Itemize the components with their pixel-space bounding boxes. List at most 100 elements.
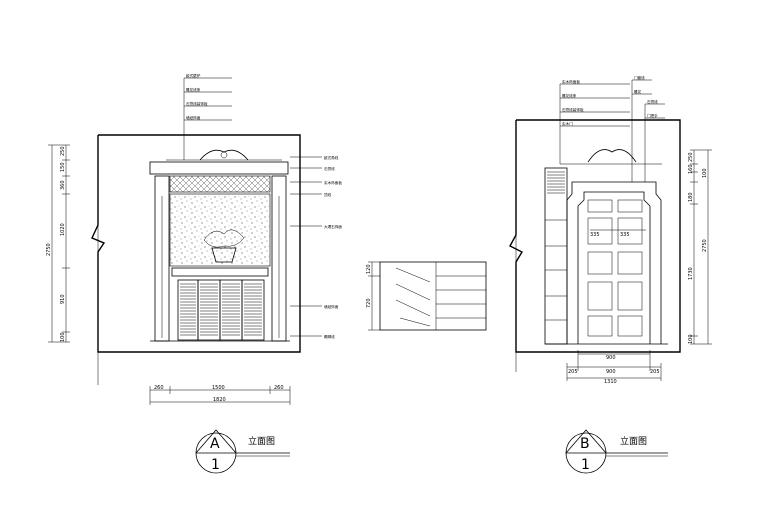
section-detail: 120 720 [366, 261, 487, 331]
elevation-a-dims-bottom: 260 1500 260 1820 [149, 385, 291, 405]
elevation-a-crest-rosette [220, 151, 228, 159]
elevation-a-tag: A 1 立面图 [195, 429, 290, 474]
dim-label: 120 [366, 264, 372, 274]
elevation-a-louver-cabinet [177, 279, 265, 341]
elevation-a-louver-slats [180, 283, 262, 336]
elevation-b-tag-number: 1 [581, 457, 590, 473]
elevation-b-note: 实木门 [562, 121, 573, 126]
elevation-b-tag-pointer [565, 429, 607, 454]
elevation-b-note: 石膏线装饰板 [562, 107, 584, 112]
elevation-a-note: 欧式角线 [324, 155, 339, 160]
elevation-b-panel-dim: 335 [620, 232, 630, 238]
elevation-a-note: 墙纸饰面 [324, 304, 339, 309]
dim-label: 1730 [688, 267, 694, 280]
section-hatch [395, 267, 431, 327]
elevation-b-dims-bottom: 900 205 900 205 1310 [566, 350, 662, 385]
elevation-a-louver-4 [241, 279, 265, 341]
elevation-a-marble-panel [169, 193, 271, 267]
dim-label: 360 [60, 180, 66, 190]
dim-label: 1500 [212, 385, 225, 391]
dim-label: 900 [606, 369, 616, 375]
dim-label: 100 [60, 332, 66, 342]
elevation-a-note: 大理石饰面 [324, 224, 342, 229]
elevation-b: 335 335 实木饰面板 雕花线条 石膏线装饰板 实木门 门套线 雕花 石膏线 [509, 75, 712, 474]
dim-label: 205 [650, 369, 660, 375]
dim-label: 260 [154, 385, 164, 391]
elevation-a-notes-top: 欧式壁炉 雕花线条 石膏线装饰板 墙纸饰面 [183, 73, 232, 160]
elevation-b-note: 门套线 [634, 75, 645, 80]
elevation-b-door-panels [587, 199, 643, 337]
dim-label: 260 [274, 385, 284, 391]
elevation-a-note: 墙纸饰面 [186, 115, 201, 120]
elevation-a-vase [211, 247, 237, 263]
dim-label: 910 [60, 294, 66, 304]
door-panel [587, 281, 613, 311]
dim-label: 180 [688, 192, 694, 202]
door-panel [587, 251, 613, 275]
elevation-b-door-frame-outer [566, 181, 662, 344]
elevation-b-note: 石膏线 [647, 99, 658, 104]
elevation-b-note: 门把手 [647, 113, 658, 118]
elevation-b-panel-dim: 335 [590, 232, 600, 238]
elevation-a-note: 石膏线 [324, 166, 335, 171]
elevation-a-flowers [203, 229, 245, 248]
elevation-a-louver-1 [177, 279, 199, 341]
elevation-a-tag-letter: A [210, 436, 220, 452]
elevation-a-cornice [149, 161, 289, 175]
dim-label: 160 [688, 164, 694, 174]
elevation-b-shelf-lines [545, 171, 567, 321]
door-panel [617, 315, 643, 337]
door-panel [587, 199, 613, 213]
elevation-b-crest-ornament [587, 149, 637, 163]
door-panel [587, 217, 613, 245]
elevation-b-note: 雕花 [634, 89, 642, 94]
elevation-a-note: 石膏线装饰板 [186, 101, 208, 106]
elevation-a-note: 顶线 [324, 192, 332, 197]
dim-label: 2750 [46, 243, 52, 256]
dim-label: 205 [568, 369, 578, 375]
door-panel [617, 199, 643, 213]
dim-label: 250 [688, 152, 694, 162]
door-panel [617, 281, 643, 311]
dim-label: 900 [606, 355, 616, 361]
elevation-b-title: 立面图 [620, 435, 647, 447]
dim-label: 1820 [213, 397, 226, 403]
dim-label: 1020 [60, 223, 66, 236]
dim-label: 720 [366, 298, 372, 308]
elevation-a-note: 踢脚线 [324, 334, 335, 339]
elevation-b-door-frame-inner [577, 191, 651, 344]
door-panel [617, 217, 643, 245]
elevation-a-crest-ornament [199, 149, 249, 161]
dim-label: 150 [60, 162, 66, 172]
dim-label: 1310 [604, 379, 617, 385]
elevation-a-note: 实木饰面板 [324, 180, 342, 185]
dim-label: 100 [688, 334, 694, 344]
dim-label: 250 [60, 146, 66, 156]
door-panel [587, 315, 613, 337]
elevation-a-notes-right: 欧式角线 石膏线 实木饰面板 顶线 大理石饰面 墙纸饰面 踢脚线 [290, 155, 342, 339]
elevation-b-notes-top: 实木饰面板 雕花线条 石膏线装饰板 实木门 [559, 79, 630, 164]
elevation-a-frieze [169, 175, 271, 193]
elevation-a-louver-2 [197, 279, 221, 341]
elevation-a-louver-3 [219, 279, 243, 341]
elevation-b-note: 实木饰面板 [562, 79, 580, 84]
section-shelves [436, 275, 486, 319]
elevation-b-dims-right: 250 100 160 180 2750 1730 100 [688, 149, 712, 345]
elevation-b-note: 雕花线条 [562, 93, 577, 98]
elevation-b-notes-right: 门套线 雕花 石膏线 门把手 [631, 75, 665, 182]
section-outline [379, 261, 487, 331]
dim-label: 2750 [702, 239, 708, 252]
elevation-a-title: 立面图 [248, 435, 275, 447]
elevation-a-shelf [171, 267, 269, 277]
door-panel [617, 251, 643, 275]
elevation-b-tag: B 1 立面图 [565, 429, 668, 474]
elevation-a-note: 欧式壁炉 [186, 73, 201, 78]
dim-label: 100 [702, 168, 708, 178]
elevation-a-note: 雕花线条 [186, 87, 201, 92]
elevation-b-tag-letter: B [580, 436, 590, 452]
elevation-a-dims-left: 250 150 360 1020 2750 910 100 [46, 144, 70, 343]
elevation-a-tag-pointer [195, 429, 237, 454]
elevation-a-tag-number: 1 [211, 457, 220, 473]
elevation-b-side-shelf [544, 167, 568, 345]
